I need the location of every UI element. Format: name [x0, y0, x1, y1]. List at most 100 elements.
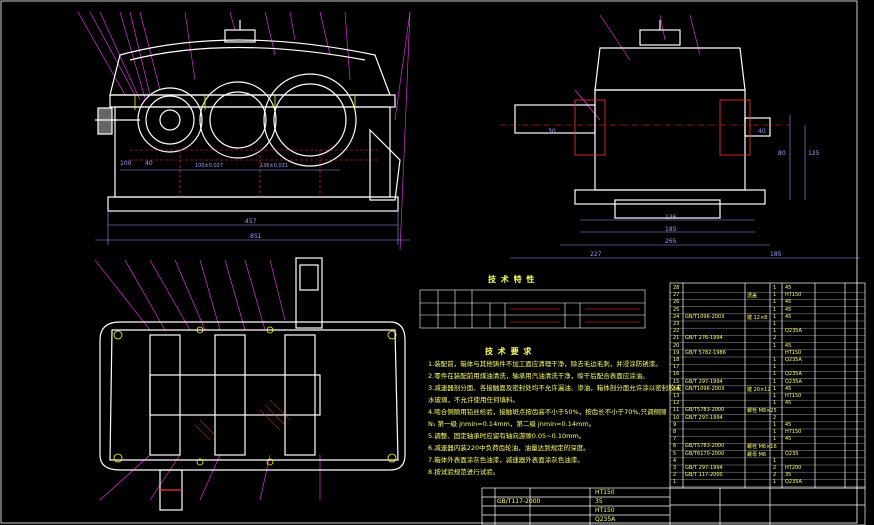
- title-cell-code: GB/T117-2000: [497, 498, 541, 505]
- bom-cell-code: GB/T 117-2000: [685, 472, 723, 479]
- dim-side-h2: 125: [808, 150, 820, 157]
- bom-cell-qty: 2: [773, 414, 777, 421]
- bom-cell-qty: 1: [773, 421, 777, 428]
- dim-side-total: 265: [665, 238, 677, 245]
- bom-row: 19 GB/T 5782-1986 HT150: [672, 350, 862, 357]
- front-view-dimensions: [95, 169, 410, 245]
- bom-cell-qty: 1: [773, 306, 777, 313]
- bom-cell-mat: 45: [785, 306, 792, 313]
- dim-front-total: 851: [250, 233, 262, 240]
- requirement-line: 3.减速器剖分面、各接触面及密封处均不允许漏油、渗油，箱体剖分面允许涂以密封胶或: [428, 384, 682, 392]
- bom-cell-name: 键 12×8: [747, 314, 768, 321]
- bom-cell-no: 6: [673, 443, 677, 450]
- dim-front-inner: 457: [245, 218, 257, 225]
- bom-cell-no: 20: [673, 342, 680, 349]
- bom-cell-no: 17: [673, 364, 680, 371]
- dim-side-left: 227: [590, 251, 602, 258]
- bom-cell-mat: 45: [785, 421, 792, 428]
- plan-view: [94, 257, 406, 511]
- tech-characteristics-table: [419, 289, 646, 329]
- bom-row: 6 GB/T5783-2000 螺栓 M6×16: [672, 443, 862, 450]
- bom-cell-qty: 1: [773, 342, 777, 349]
- bom-cell-mat: 45: [785, 385, 792, 392]
- bom-cell-no: 25: [673, 306, 680, 313]
- requirement-line: 4.啮合侧隙用铅丝检验，接触斑点按齿高不小于50%，按齿长不小于70%,只调侧隙: [428, 408, 667, 416]
- bom-cell-no: 3: [673, 465, 677, 471]
- bom-cell-mat: 45: [785, 400, 792, 407]
- bom-cell-no: 19: [673, 349, 680, 356]
- front-view-bolts: [134, 95, 356, 110]
- bom-cell-name: 键 20×12: [747, 386, 771, 393]
- bom-cell-qty: 1: [773, 285, 777, 291]
- bom-cell-qty: 1: [773, 313, 777, 320]
- bom-cell-mat: Q235A: [785, 479, 802, 486]
- title-cell-mat: 35: [595, 498, 603, 505]
- plan-view-shafts: [149, 334, 321, 456]
- bom-cell-name: 螺栓 M8×25: [747, 408, 777, 415]
- bom-cell-code: GB/T5783-2000: [685, 407, 725, 414]
- bom-cell-name: 螺母 M6: [747, 451, 767, 458]
- bom-cell-qty: 1: [773, 429, 777, 435]
- side-view: [500, 14, 860, 259]
- bom-cell-mat: 35: [785, 472, 792, 479]
- bom-cell-qty: 1: [773, 479, 777, 486]
- bom-cell-qty: 1: [773, 292, 777, 299]
- bom-cell-no: 12: [673, 400, 680, 407]
- bom-cell-code: GB/T 297-1994: [685, 378, 723, 385]
- bom-cell-no: 11: [673, 407, 680, 414]
- bom-cell-mat: Q235A: [785, 378, 802, 385]
- plan-view-hatch: [194, 399, 291, 441]
- bom-cell-no: 9: [673, 421, 677, 428]
- drawing-border: [0, 0, 858, 524]
- requirement-line: 8.按试验规范进行试验。: [428, 468, 500, 476]
- bom-cell-qty: 1: [773, 378, 777, 385]
- bom-cell-qty: 2: [773, 472, 777, 479]
- bom-cell-no: 21: [673, 335, 680, 342]
- bom-row-lines: [670, 292, 865, 487]
- bom-cell-no: 4: [673, 457, 677, 464]
- bom-cell-mat: HT150: [785, 429, 802, 435]
- bom-cell-mat: Q235A: [785, 357, 802, 363]
- bom-cell-mat: HT150: [785, 349, 802, 356]
- bom-cell-qty: 2: [773, 335, 777, 342]
- dim-side-c: 30: [548, 128, 556, 135]
- bom-cell-no: 24: [673, 313, 680, 320]
- bom-cell-code: GB/T6170-2000: [685, 450, 725, 457]
- plan-view-leaders: [94, 259, 321, 501]
- side-view-bearings: [574, 99, 751, 156]
- bom-cell-no: 8: [673, 429, 677, 435]
- bom-cell-code: GB/T1096-2003: [685, 313, 725, 320]
- bom-row: 9 1 45: [672, 422, 862, 429]
- bom-cell-mat: 45: [785, 285, 792, 291]
- bom-cell-code: GB/T1096-2003: [685, 385, 725, 392]
- dim-front-a: 100: [120, 160, 132, 167]
- bom-cell-code: GB/T 5782-1986: [685, 349, 726, 356]
- bom-cell-no: 2: [673, 472, 677, 479]
- bom-cell-code: GB/T 297-1994: [685, 414, 723, 421]
- bom-cell-name: 螺栓 M6×16: [747, 444, 777, 451]
- bom-cell-code: GB/T5783-2000: [685, 443, 725, 450]
- tech-requirements-title: 技 术 要 求: [485, 347, 533, 356]
- bom-cell-code: GB/T 276-1994: [685, 335, 723, 342]
- bom-cell-qty: 1: [773, 371, 777, 378]
- bom-row: 11 GB/T5783-2000 螺栓 M8×25: [672, 407, 862, 414]
- requirement-line: 5.调整、固定轴承时应留有轴向游隙0.05~0.10mm。: [428, 432, 586, 440]
- bom-row: 15 GB/T 297-1994 1 Q235A: [672, 379, 862, 386]
- bom-cell-mat: HT150: [785, 393, 802, 399]
- bom-cell-no: 15: [673, 378, 680, 385]
